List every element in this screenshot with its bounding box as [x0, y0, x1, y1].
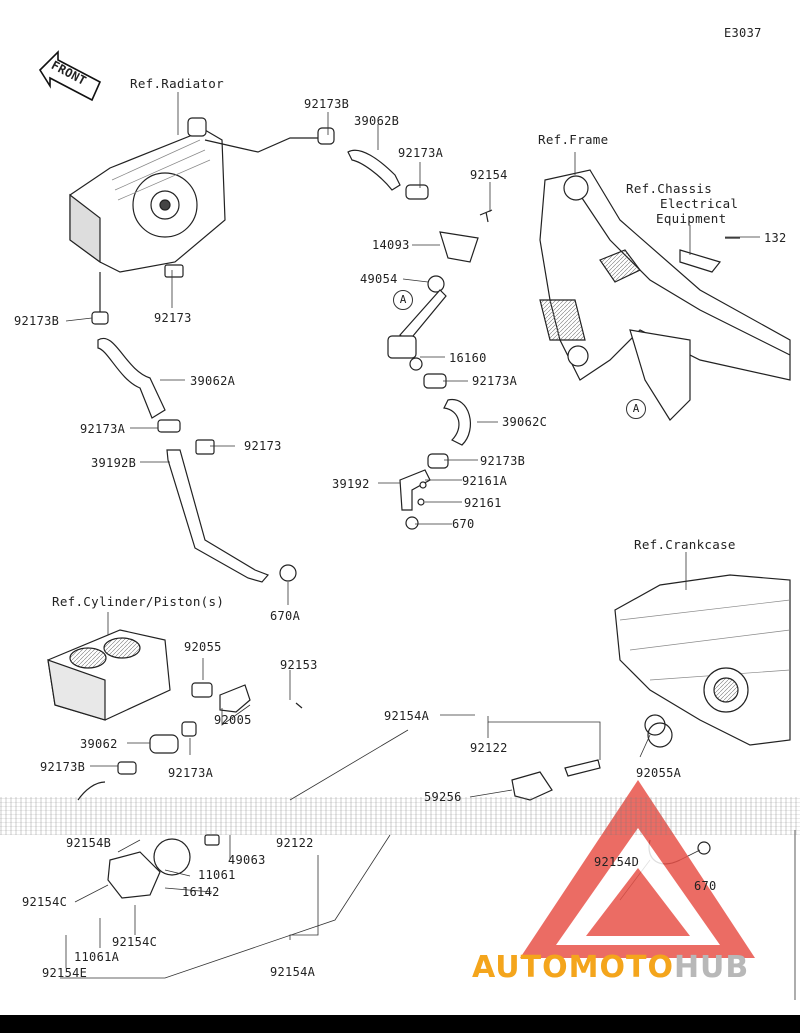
hose-39062a-drawing	[91, 272, 297, 583]
scan-noise-band	[0, 797, 800, 835]
ref-chassis-label-1: Ref.Chassis	[626, 181, 713, 196]
ref-chassis-label-3: Equipment	[656, 211, 727, 226]
part-label: 92173B	[40, 760, 86, 774]
part-label: 49054	[360, 272, 398, 286]
part-label: 92055A	[636, 766, 682, 780]
part-label: 14093	[372, 238, 410, 252]
bottom-bar	[0, 1015, 800, 1033]
part-label: 92005	[214, 713, 252, 727]
part-label: 16142	[182, 885, 220, 899]
frame-drawing	[539, 169, 791, 421]
part-label: 92173	[244, 439, 282, 453]
part-label: 39062	[80, 737, 118, 751]
part-label: 39062B	[354, 114, 400, 128]
part-label: 92173A	[80, 422, 126, 436]
part-label: 92055	[184, 640, 222, 654]
part-label: 11061A	[74, 950, 120, 964]
part-label: 92154	[470, 168, 508, 182]
ref-crankcase-label: Ref.Crankcase	[634, 537, 736, 552]
water-pump-drawing	[107, 714, 711, 899]
part-label: 92173B	[304, 97, 350, 111]
part-label: 92173	[154, 311, 192, 325]
ref-chassis-label-2: Electrical	[660, 196, 739, 211]
part-label: 92173A	[168, 766, 214, 780]
watermark-text-primary: AUTOMOTO	[472, 950, 674, 985]
part-label: 92173B	[14, 314, 60, 328]
cylinder-block-drawing	[47, 629, 303, 801]
hose-39062b-drawing	[317, 127, 493, 530]
part-label: 670	[452, 517, 475, 531]
part-label: 39192	[332, 477, 370, 491]
part-label: 92122	[470, 741, 508, 755]
part-label: 92154E	[42, 966, 88, 980]
crankcase-drawing	[614, 574, 791, 748]
part-label: 92173A	[472, 374, 518, 388]
part-label: 92122	[276, 836, 314, 850]
part-label: 92153	[280, 658, 318, 672]
ref-radiator-label: Ref.Radiator	[130, 76, 224, 91]
part-label: 132	[764, 231, 787, 245]
radiator-drawing	[69, 117, 320, 278]
part-label: 92154A	[270, 965, 316, 979]
ref-cylinder-label: Ref.Cylinder/Piston(s)	[52, 594, 225, 609]
part-label: 92173B	[480, 454, 526, 468]
callout-a-marker-right: A	[626, 399, 646, 419]
callout-a-marker-left: A	[393, 290, 413, 310]
part-label: 39062A	[190, 374, 236, 388]
front-arrow-icon	[38, 50, 102, 102]
part-label: 39192B	[91, 456, 137, 470]
part-label: 670	[694, 879, 717, 893]
part-label: 92161A	[462, 474, 508, 488]
part-label: 92173A	[398, 146, 444, 160]
diagram-code: E3037	[724, 26, 762, 40]
part-label: 92154C	[112, 935, 158, 949]
part-label: 92154D	[594, 855, 640, 869]
part-label: 49063	[228, 853, 266, 867]
ref-frame-label: Ref.Frame	[538, 132, 609, 147]
part-label: 16160	[449, 351, 487, 365]
part-label: 59256	[424, 790, 462, 804]
part-label: 92154A	[384, 709, 430, 723]
part-label: 92154C	[22, 895, 68, 909]
watermark-logo-icon	[520, 780, 755, 958]
part-label: 670A	[270, 609, 301, 623]
part-label: 92161	[464, 496, 502, 510]
watermark-text: AUTOMOTOHUB	[472, 950, 749, 985]
part-label: 92154B	[66, 836, 112, 850]
part-label: 11061	[198, 868, 236, 882]
part-label: 39062C	[502, 415, 548, 429]
watermark-text-secondary: HUB	[673, 950, 750, 985]
